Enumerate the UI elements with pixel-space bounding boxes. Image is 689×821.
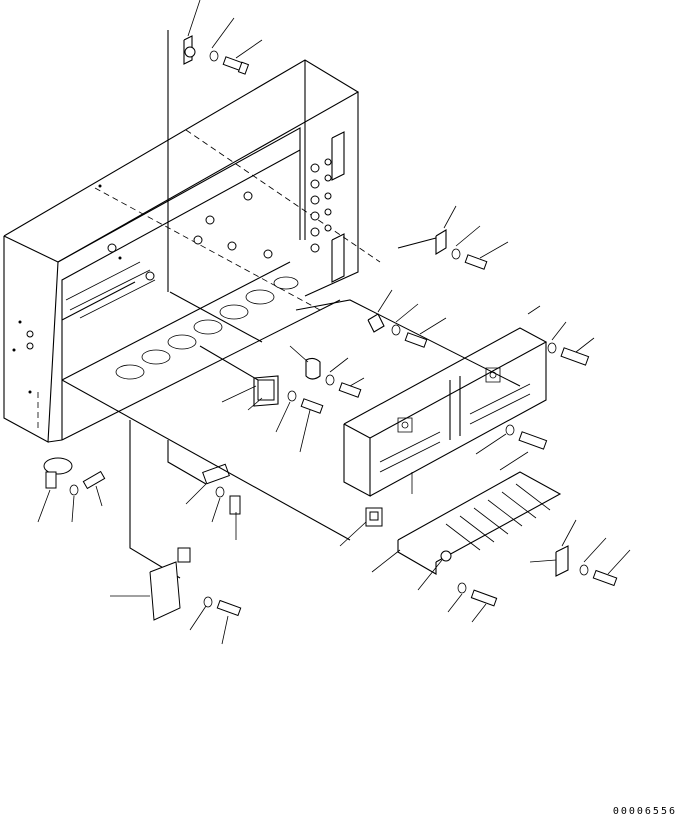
buzzer-assembly: [110, 548, 241, 644]
bracket-icon: [184, 36, 192, 64]
washer-icon: [210, 51, 218, 61]
relay-assembly: [200, 346, 323, 452]
tray-bolt: [448, 583, 497, 622]
cabinet-box: [4, 60, 380, 442]
middle-bracket: [296, 290, 520, 386]
hook-bracket: [290, 346, 364, 397]
switch-assembly: [340, 508, 400, 572]
buzzer-icon: [150, 548, 190, 620]
right-upper-bracket: [398, 206, 508, 269]
relay-icon: [254, 376, 278, 406]
bottom-tray: [398, 472, 560, 590]
drawing-number: 00006556: [612, 806, 677, 817]
panel-studs: [12, 159, 332, 394]
right-bolts: [476, 322, 594, 470]
bolt-icon: [223, 57, 248, 74]
right-panel-box: [344, 306, 546, 496]
top-bracket-assembly: [168, 0, 262, 292]
floor-holes: [116, 277, 298, 379]
horn-icon: [44, 458, 72, 488]
horn-assembly: [38, 458, 105, 522]
far-right-bracket: [530, 520, 630, 586]
switch-icon: [366, 508, 382, 526]
